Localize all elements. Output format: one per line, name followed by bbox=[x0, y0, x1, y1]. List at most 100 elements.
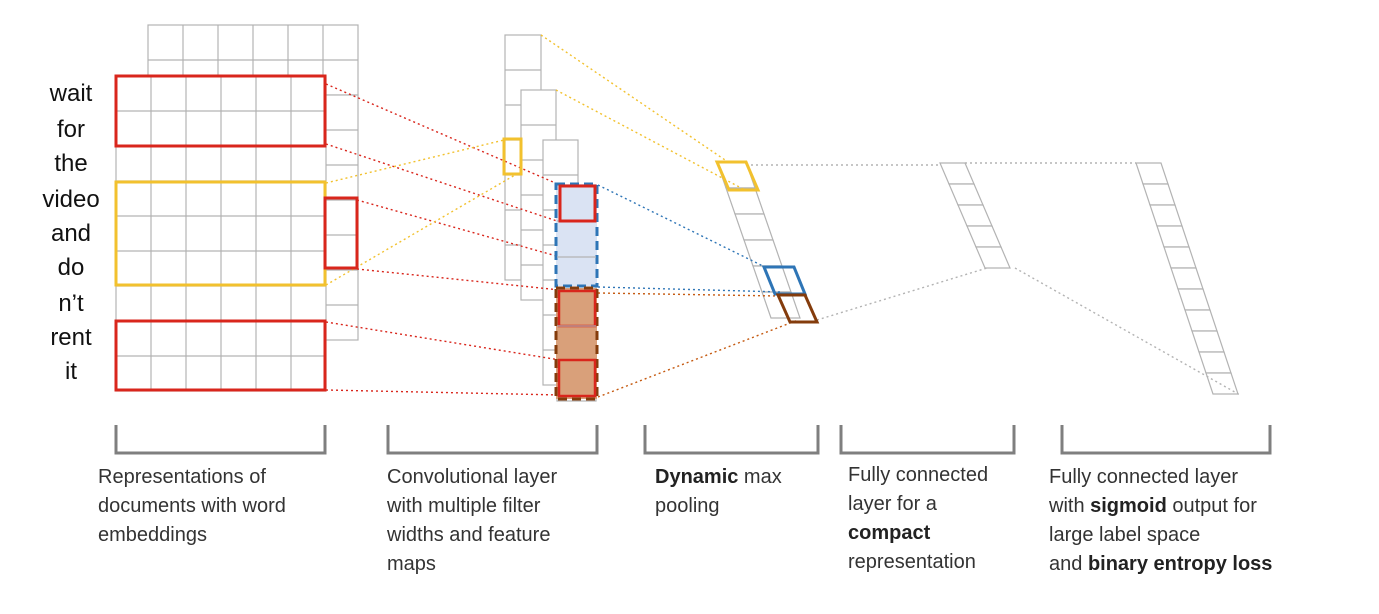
fc-to-output-bottom bbox=[1014, 267, 1241, 396]
caption-line: Representations of bbox=[98, 463, 286, 492]
caption-text: embeddings bbox=[98, 524, 207, 546]
caption-text: pooling bbox=[655, 495, 720, 517]
section-bracket-4 bbox=[839, 425, 1016, 455]
caption-line: Dynamic max bbox=[655, 463, 782, 492]
caption-text: representation bbox=[848, 551, 976, 573]
caption-line: Fully connected bbox=[848, 461, 988, 490]
compact-layer-cell bbox=[966, 225, 1002, 248]
caption-text: Convolutional layer bbox=[387, 466, 558, 488]
red-link-bottom-b bbox=[325, 389, 561, 396]
output-layer-cell bbox=[1177, 288, 1211, 311]
caption-line: representation bbox=[848, 548, 988, 577]
orange-cell-bottom bbox=[557, 358, 597, 398]
output-layer-cell bbox=[1170, 267, 1204, 290]
caption-line: and binary entropy loss bbox=[1049, 550, 1272, 579]
output-layer-cell bbox=[1184, 309, 1218, 332]
embedding-matrix-front bbox=[115, 75, 327, 392]
caption-text: max bbox=[738, 466, 782, 488]
section-bracket-5 bbox=[1060, 425, 1272, 455]
section-brackets bbox=[114, 425, 1272, 455]
caption-line: with multiple filter bbox=[387, 492, 557, 521]
caption-3: Dynamic max pooling bbox=[655, 463, 782, 521]
pooling-region-orange bbox=[554, 286, 599, 401]
caption-text: and bbox=[1049, 553, 1088, 575]
pooling-layer-cell bbox=[734, 213, 774, 241]
caption-text: Fully connected layer bbox=[1049, 466, 1238, 488]
yellow-link-a bbox=[325, 139, 505, 184]
caption-bold-text: sigmoid bbox=[1090, 495, 1167, 517]
caption-line: Convolutional layer bbox=[387, 463, 557, 492]
caption-line: compact bbox=[848, 519, 988, 548]
filter-window-red-mid bbox=[323, 196, 359, 270]
caption-line: documents with word bbox=[98, 492, 286, 521]
caption-line: pooling bbox=[655, 492, 782, 521]
pooling-region-blue bbox=[554, 182, 599, 288]
yellow-link-d bbox=[555, 89, 746, 191]
red-link-bottom-a bbox=[325, 321, 561, 361]
caption-line: embeddings bbox=[98, 521, 286, 550]
word-token: video bbox=[42, 186, 100, 213]
pooled-cell-yellow bbox=[714, 160, 761, 192]
word-token: it bbox=[65, 358, 77, 385]
output-layer-cell bbox=[1142, 183, 1176, 206]
word-token: do bbox=[57, 254, 85, 281]
word-token: wait bbox=[49, 80, 93, 107]
blue-link-a bbox=[597, 184, 766, 268]
red-link-mid-a bbox=[356, 199, 561, 258]
output-layer-cell bbox=[1198, 351, 1232, 374]
caption-line: with sigmoid output for bbox=[1049, 492, 1272, 521]
caption-bold-text: binary entropy loss bbox=[1087, 553, 1273, 575]
caption-text: Fully connected bbox=[848, 464, 989, 486]
highlight-boxes bbox=[114, 74, 820, 401]
output-layer-cell bbox=[1163, 246, 1197, 269]
word-token: and bbox=[50, 220, 92, 247]
caption-line: maps bbox=[387, 550, 557, 579]
red-link-mid-b bbox=[356, 268, 561, 291]
filter-window-red-top bbox=[114, 74, 327, 148]
caption-text: documents with word bbox=[98, 495, 286, 517]
pooled-cell-brown bbox=[775, 293, 820, 324]
caption-text: widths and feature bbox=[387, 524, 551, 546]
caption-text: layer for a bbox=[848, 493, 937, 515]
embedding-feature-column bbox=[322, 94, 359, 341]
compact-layer-cell bbox=[957, 204, 993, 227]
caption-bold-text: compact bbox=[848, 522, 931, 544]
word-token: the bbox=[54, 150, 88, 177]
caption-4: Fully connected layer for a compact represe… bbox=[848, 461, 988, 577]
pooling-layer-cell bbox=[725, 187, 765, 215]
section-bracket-2 bbox=[386, 425, 599, 455]
compact-layer-cell bbox=[975, 246, 1011, 269]
grid-layer bbox=[115, 24, 1239, 402]
caption-text: large label space bbox=[1049, 524, 1201, 546]
caption-line: layer for a bbox=[848, 490, 988, 519]
caption-text: output for bbox=[1166, 495, 1257, 517]
output-layer-cell bbox=[1149, 204, 1183, 227]
caption-line: large label space bbox=[1049, 521, 1272, 550]
pooling-layer-cell bbox=[743, 239, 783, 267]
orange-link-a bbox=[597, 292, 779, 297]
pooling-layer bbox=[716, 161, 801, 319]
caption-2: Convolutional layer with multiple filter w… bbox=[387, 463, 557, 579]
output-layer-cell bbox=[1156, 225, 1190, 248]
pool-to-fc-bottom bbox=[816, 267, 988, 321]
caption-1: Representations of documents with word emb… bbox=[98, 463, 286, 550]
embedding-feature-column-frame bbox=[322, 94, 359, 341]
caption-5: Fully connected layer with sigmoid output… bbox=[1049, 463, 1272, 579]
compact-layer-cell bbox=[948, 183, 984, 206]
caption-text: with bbox=[1049, 495, 1091, 517]
orange-link-b bbox=[597, 319, 799, 398]
caption-text: with multiple filter bbox=[387, 495, 541, 517]
caption-line: Fully connected layer bbox=[1049, 463, 1272, 492]
feature-cell-yellow bbox=[502, 137, 523, 176]
word-token: for bbox=[56, 116, 85, 143]
max-cell-red bbox=[558, 184, 597, 223]
section-bracket-1 bbox=[114, 425, 327, 455]
connection-lines bbox=[325, 34, 1241, 398]
red-link-top-b bbox=[325, 143, 561, 223]
compact-layer bbox=[939, 162, 1011, 269]
output-layer-cell bbox=[1135, 162, 1169, 185]
caption-bold-text: Dynamic bbox=[655, 466, 739, 488]
blue-link-b bbox=[597, 286, 783, 293]
output-layer bbox=[1135, 162, 1239, 395]
